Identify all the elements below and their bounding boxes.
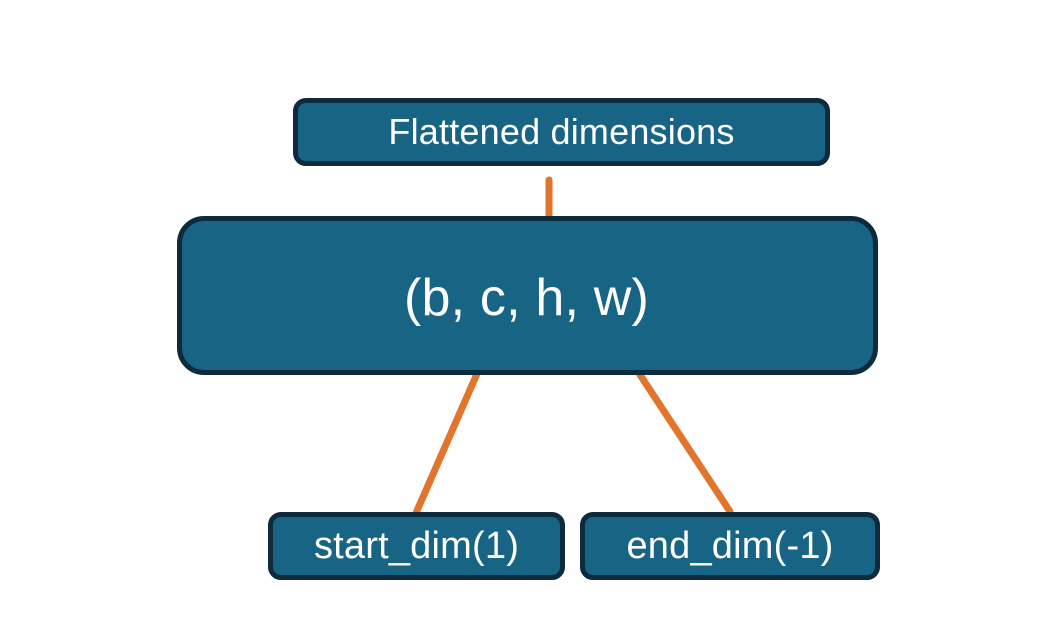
node-start-dim[interactable]: start_dim(1) [268, 512, 565, 580]
node-flattened-dimensions-label: Flattened dimensions [388, 111, 735, 152]
node-start-dim-label: start_dim(1) [313, 525, 520, 567]
node-end-dim-label: end_dim(-1) [626, 525, 834, 567]
node-tensor-shape-label: (b, c, h, w) [403, 268, 650, 327]
node-tensor-shape[interactable]: (b, c, h, w) [177, 216, 878, 375]
node-end-dim[interactable]: end_dim(-1) [580, 512, 880, 580]
node-flattened-dimensions[interactable]: Flattened dimensions [293, 98, 830, 166]
